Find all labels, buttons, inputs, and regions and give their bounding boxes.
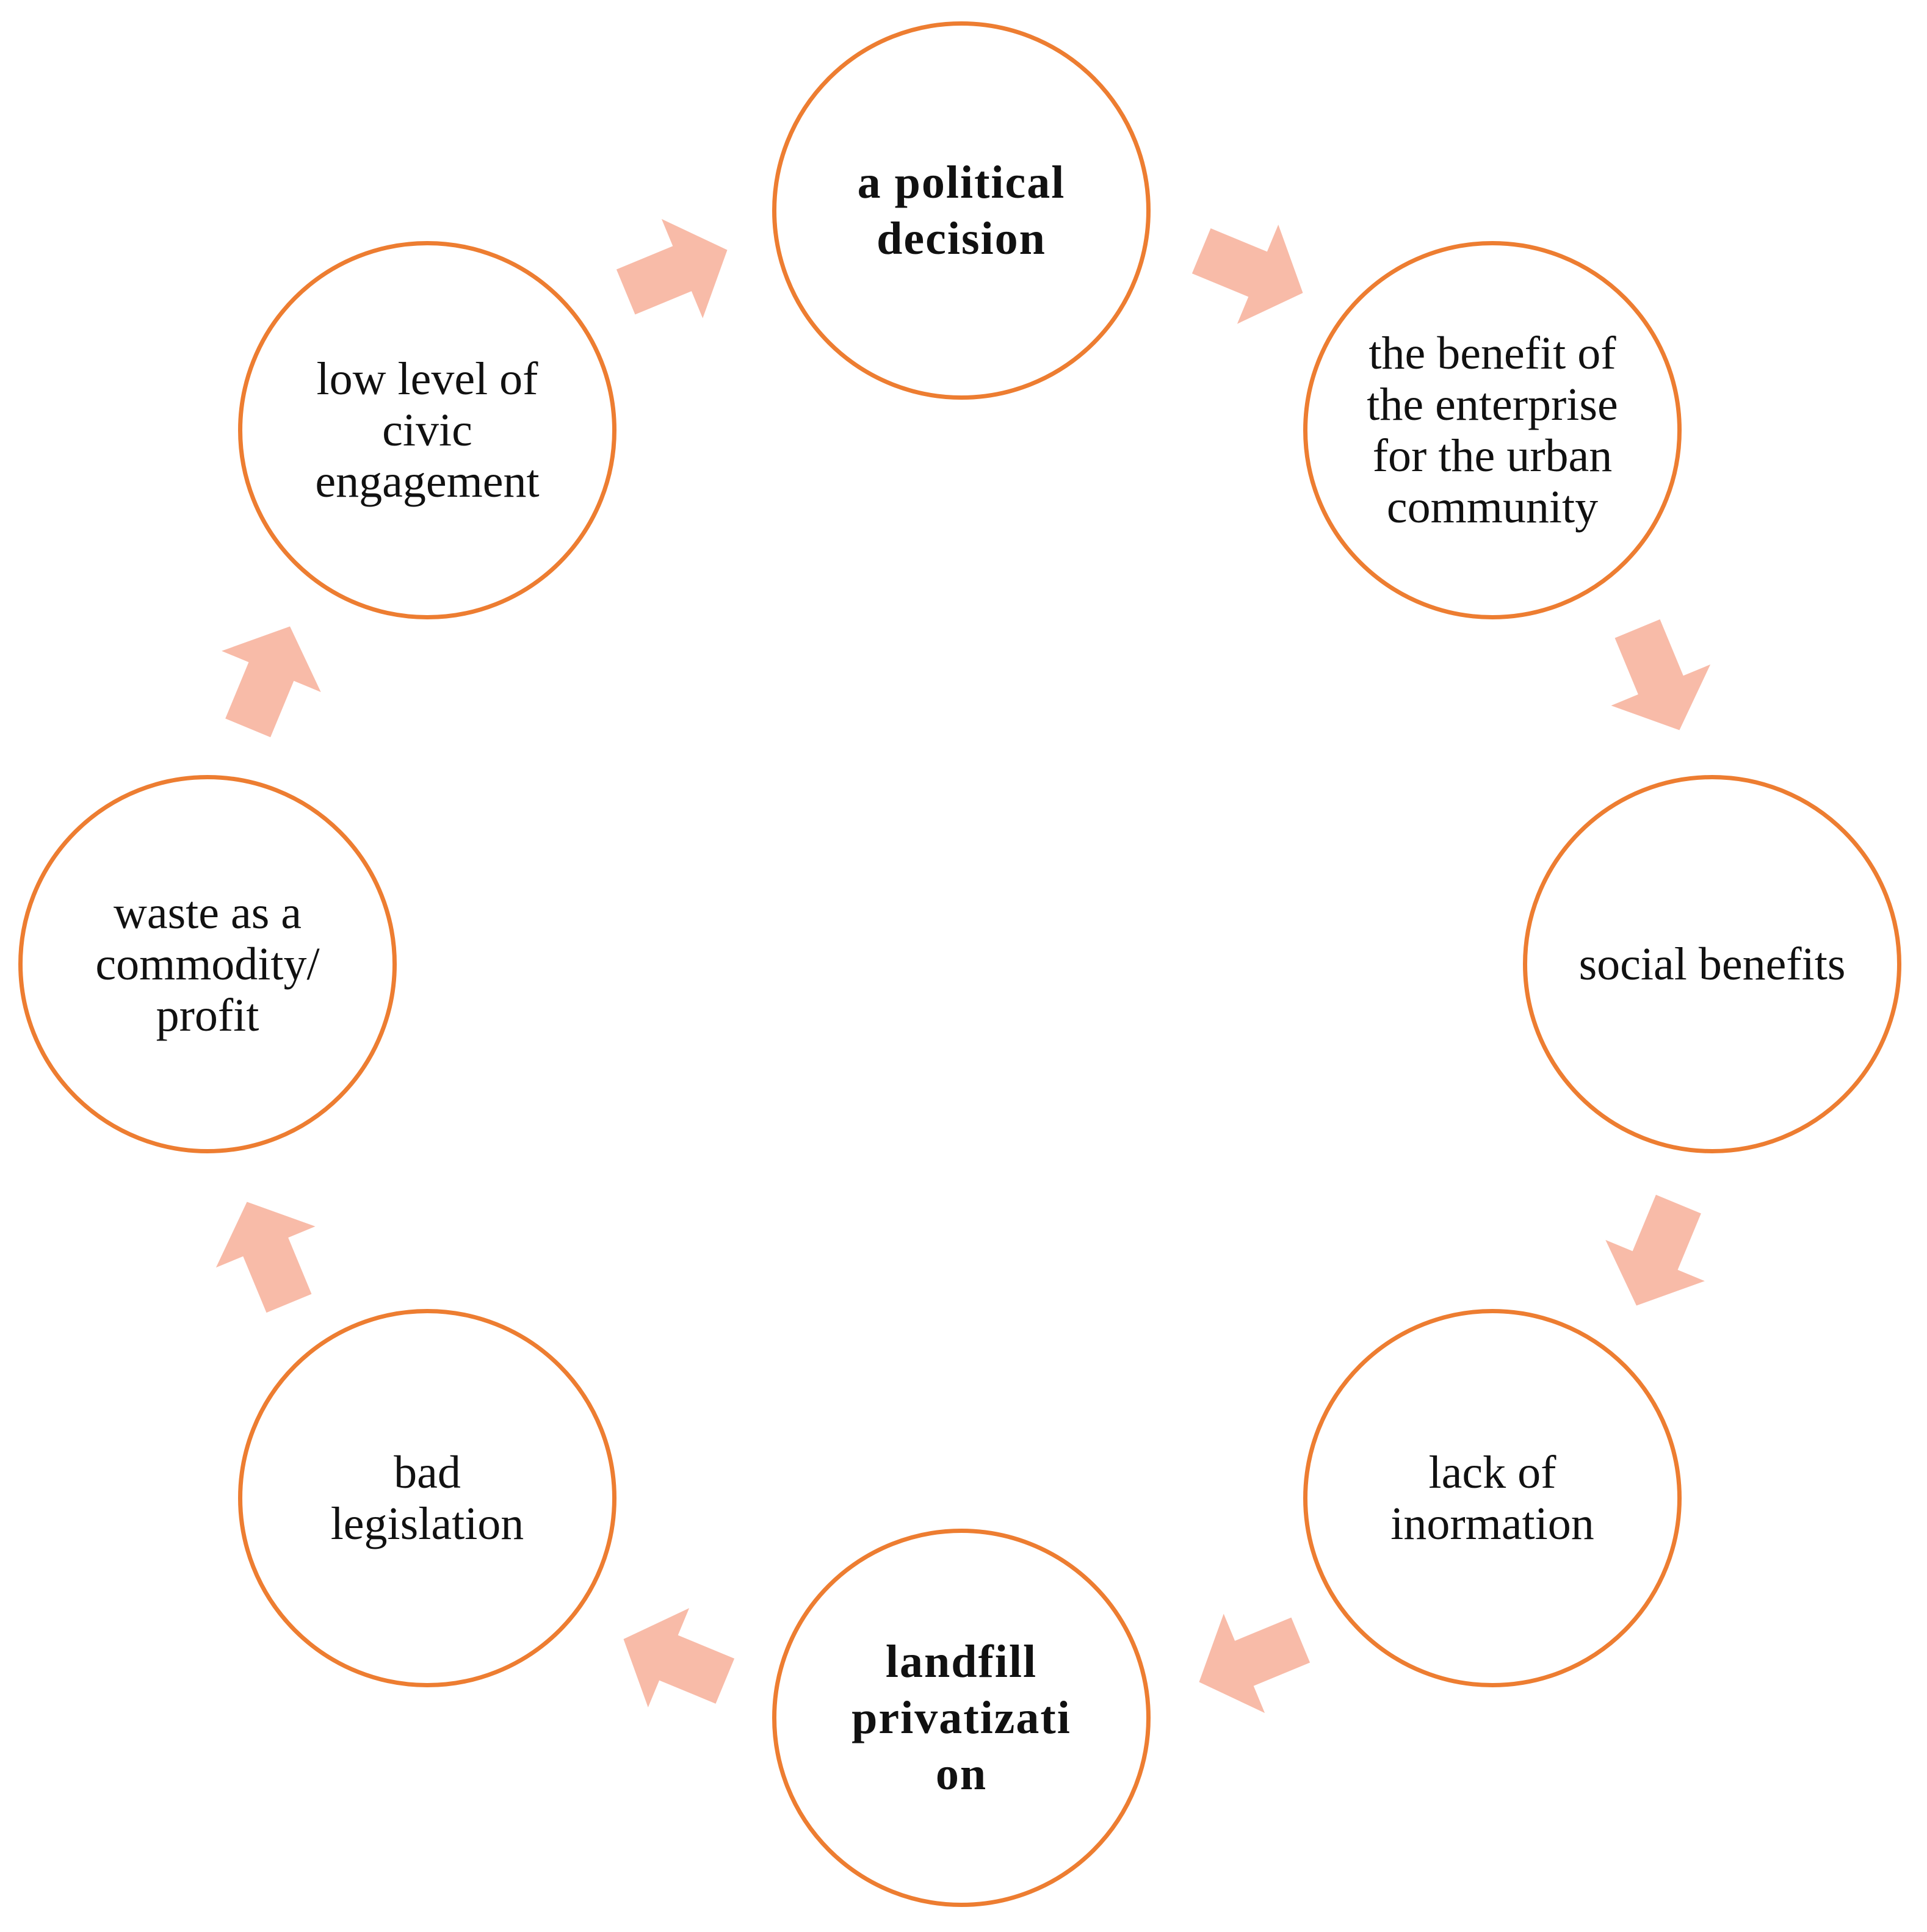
flow-arrow <box>215 1202 316 1313</box>
node-waste-commodity: waste as a commodity/ profit <box>18 775 397 1153</box>
flow-arrow-shape <box>1191 225 1303 324</box>
node-landfill-privatization: landfill privatizati on <box>772 1529 1151 1907</box>
flow-arrow <box>616 218 728 319</box>
flow-arrow-shape <box>215 1202 316 1313</box>
node-label: landfill privatizati on <box>851 1636 1071 1800</box>
node-label: bad legislation <box>330 1447 524 1549</box>
node-label: a political decision <box>857 157 1066 264</box>
flow-arrow <box>1611 619 1711 730</box>
node-lack-of-information: lack of inormation <box>1303 1309 1682 1687</box>
flow-arrow-shape <box>1611 619 1711 730</box>
node-social-benefits: social benefits <box>1523 775 1901 1153</box>
flow-arrow-shape <box>1199 1613 1311 1714</box>
node-enterprise-benefit: the benefit of the enterprise for the ur… <box>1303 241 1682 619</box>
node-label: low level of civic engagement <box>315 353 540 507</box>
node-civic-engagement: low level of civic engagement <box>238 241 616 619</box>
node-bad-legislation: bad legislation <box>238 1309 616 1687</box>
flow-arrow <box>1191 225 1303 324</box>
flow-arrow-shape <box>1605 1194 1705 1306</box>
flow-arrow-shape <box>623 1608 735 1707</box>
node-political-decision: a political decision <box>772 21 1151 400</box>
flow-arrow <box>623 1608 735 1707</box>
node-label: lack of inormation <box>1390 1447 1594 1549</box>
node-label: waste as a commodity/ profit <box>95 887 320 1041</box>
flow-arrow <box>1199 1613 1311 1714</box>
flow-arrow <box>1605 1194 1705 1306</box>
node-label: the benefit of the enterprise for the ur… <box>1367 328 1618 533</box>
flow-arrow-shape <box>222 626 321 738</box>
flow-arrow-shape <box>616 218 728 319</box>
node-label: social benefits <box>1578 939 1846 990</box>
flow-arrow <box>222 626 321 738</box>
